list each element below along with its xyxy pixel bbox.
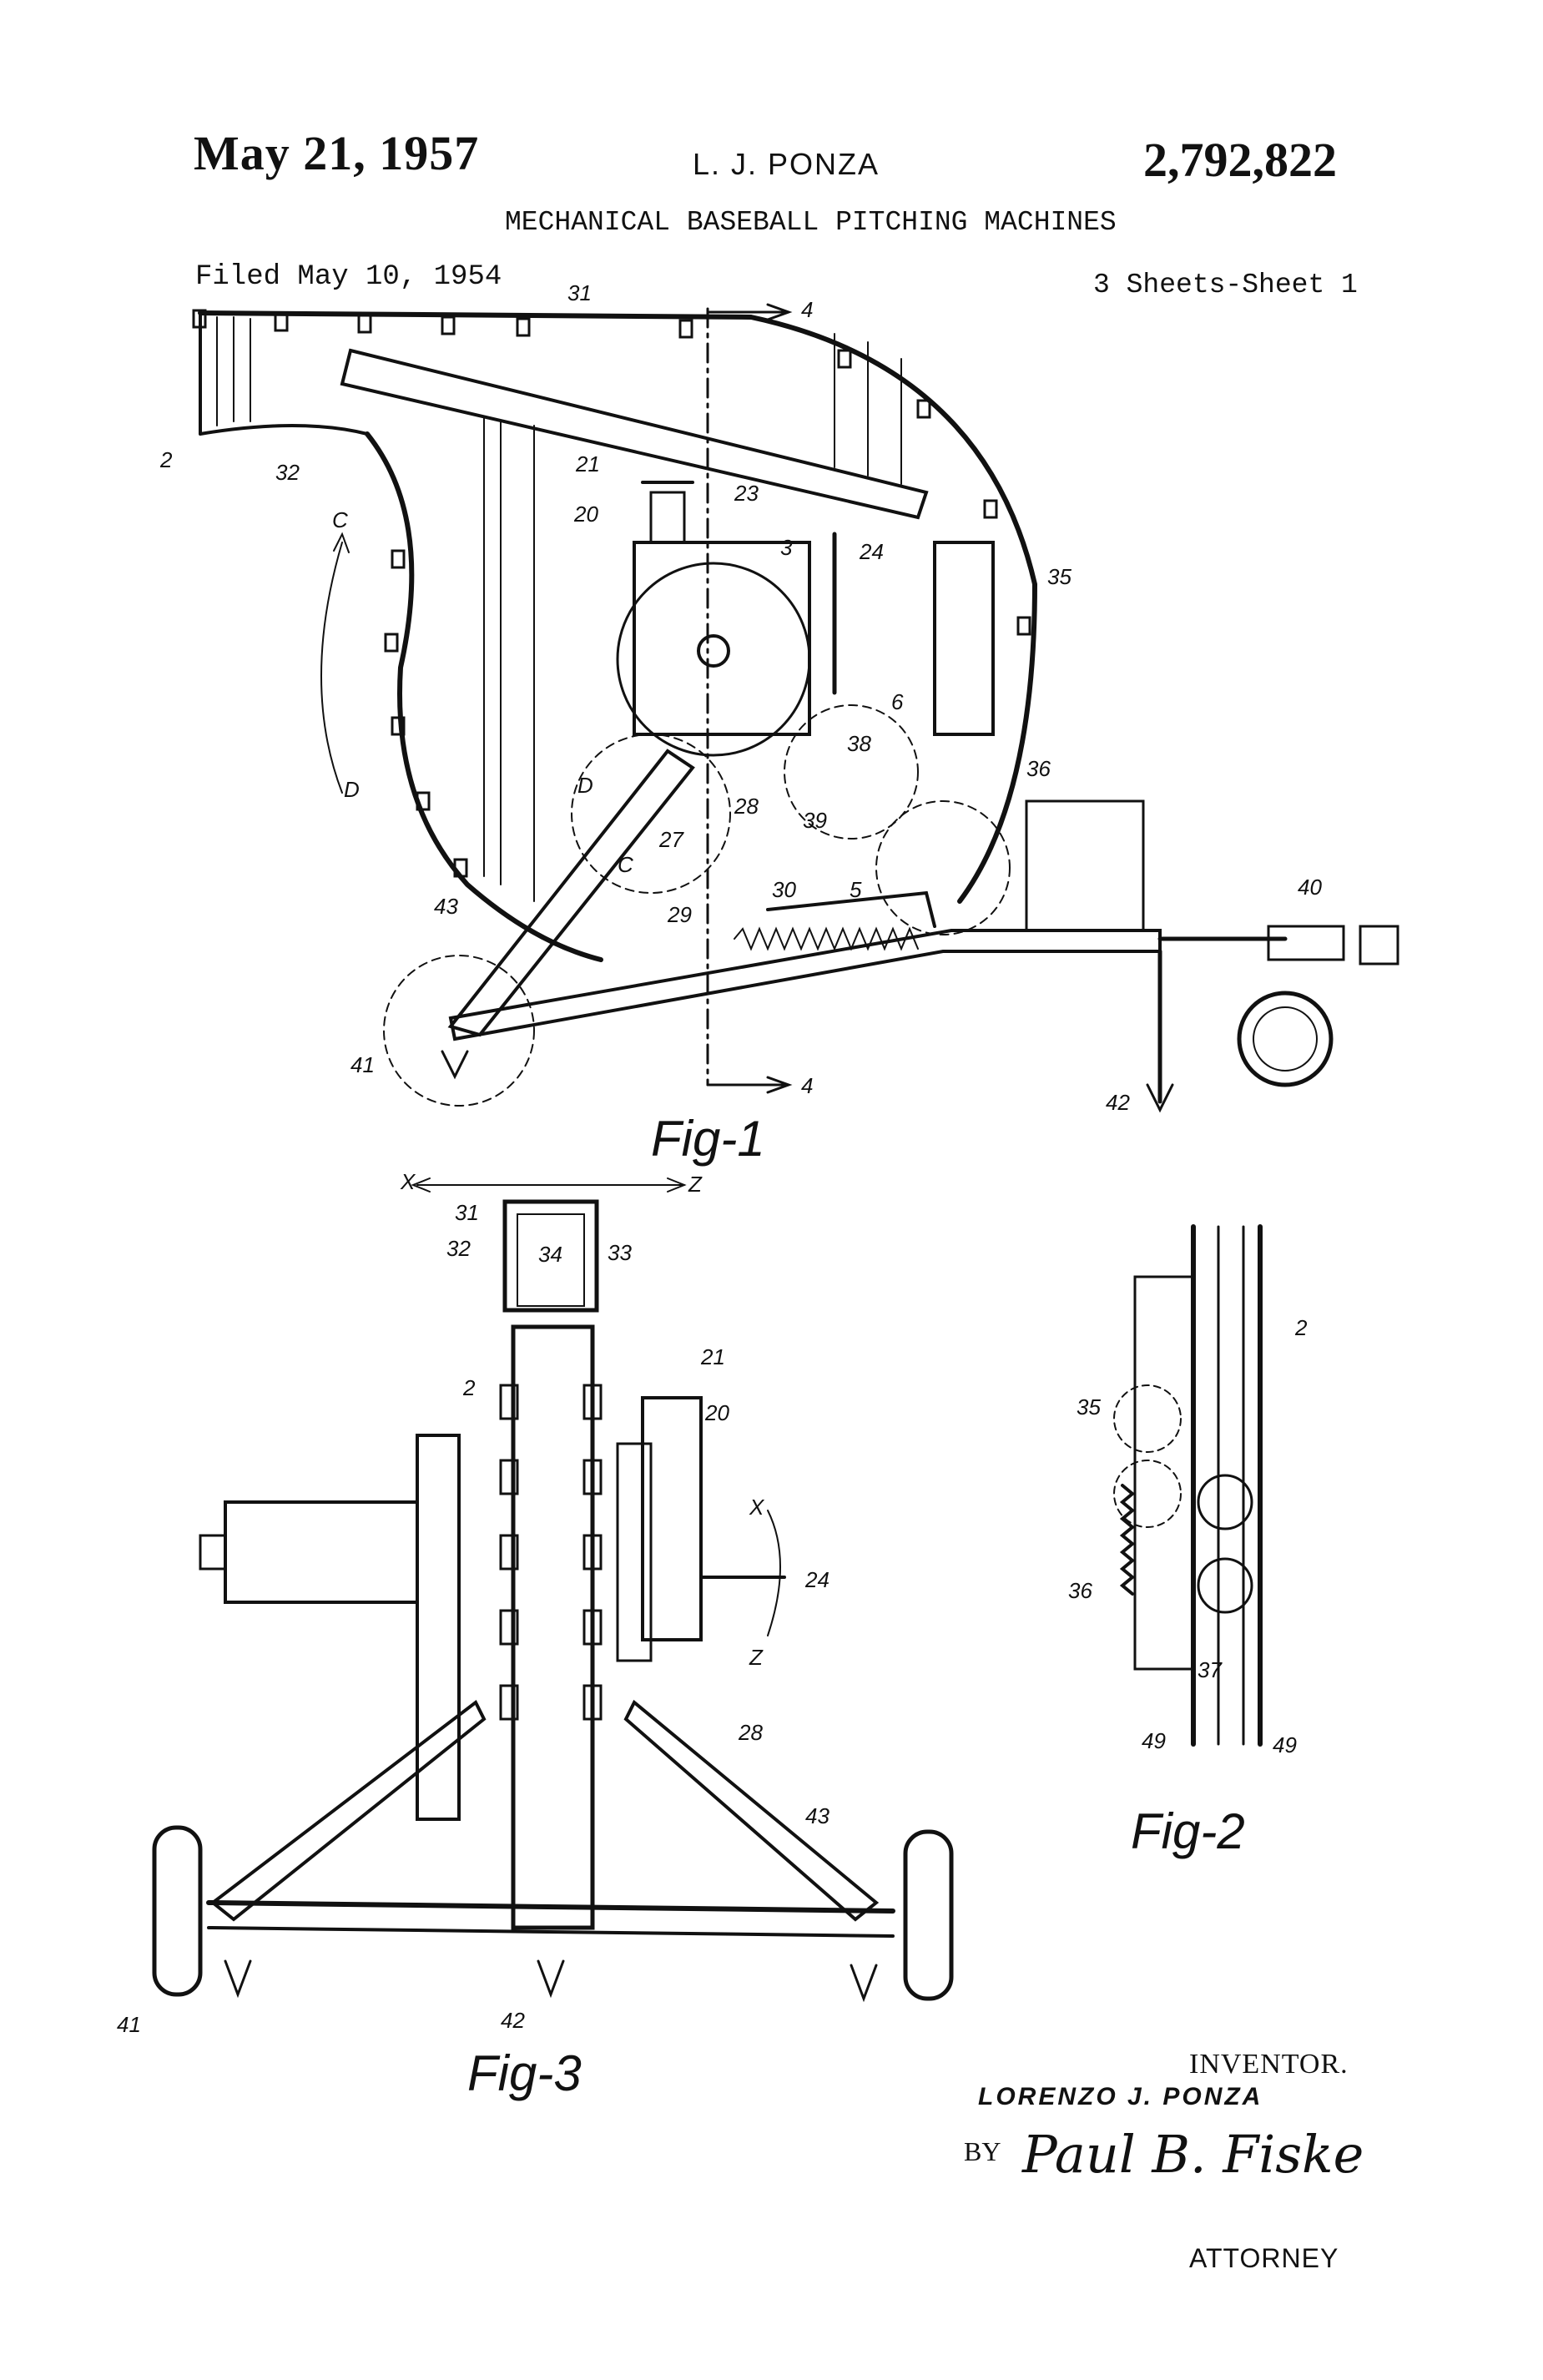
fig1-ref: 36 — [1026, 756, 1051, 781]
fig3-ref: 41 — [117, 2012, 141, 2037]
attorney-signature: Paul B. Fiske — [1022, 2124, 1364, 2185]
fig3-reference-numerals: X Z 31 32 34 33 21 2 20 X 24 Z 28 43 41 … — [117, 1169, 829, 2037]
fig1-ref: 32 — [275, 460, 300, 485]
fig1-ref: D — [577, 773, 593, 798]
fig3-ref: X — [749, 1495, 765, 1520]
fig1-ref: 4 — [801, 297, 813, 322]
by-label: BY — [964, 2136, 1001, 2166]
patent-date: May 21, 1957 — [194, 126, 480, 180]
fig3-ref: 21 — [700, 1344, 725, 1369]
fig1-ref: 23 — [734, 481, 759, 506]
fig1-ref: D — [344, 777, 360, 802]
fig3-ref: 31 — [455, 1200, 479, 1225]
fig1-ref: 30 — [772, 877, 796, 902]
fig3-ref: 34 — [538, 1242, 562, 1267]
fig3-ref: 24 — [804, 1567, 829, 1592]
fig2-ref: 2 — [1294, 1315, 1308, 1340]
fig1-ref: 20 — [573, 502, 598, 527]
fig2-section-view — [1113, 1224, 1263, 1747]
fig3-caption: Fig-3 — [467, 2045, 582, 2101]
attorney-label: ATTORNEY — [1189, 2243, 1339, 2273]
fig1-ref: 6 — [891, 689, 904, 714]
fig3-ref: X — [400, 1169, 416, 1194]
fig1-ref: 21 — [575, 451, 600, 477]
fig1-ref: 43 — [434, 894, 458, 919]
fig1-ref: 29 — [667, 902, 692, 927]
fig1-ref: 27 — [658, 827, 684, 852]
fig1-ref: 38 — [847, 731, 871, 756]
sheet-count: 3 Sheets-Sheet 1 — [1093, 270, 1358, 300]
fig1-reference-numerals: 31 4 2 32 21 23 20 3 24 35 6 38 36 28 39… — [159, 280, 1322, 1115]
fig1-ref: 5 — [850, 877, 862, 902]
patent-title: MECHANICAL BASEBALL PITCHING MACHINES — [505, 207, 1117, 238]
fig2-caption: Fig-2 — [1131, 1803, 1245, 1859]
patent-number: 2,792,822 — [1143, 133, 1337, 187]
fig1-ref: 24 — [859, 539, 884, 564]
fig3-ref: 33 — [608, 1240, 632, 1265]
fig3-ref: 2 — [462, 1375, 476, 1400]
fig1-ref: C — [618, 852, 633, 877]
fig1-ref: 42 — [1106, 1090, 1130, 1115]
fig1-ref: 3 — [780, 535, 793, 560]
fig3-ref: Z — [688, 1172, 703, 1197]
fig3-ref: 32 — [446, 1236, 471, 1261]
fig3-ref: 43 — [805, 1803, 829, 1828]
fig1-ref: 4 — [801, 1073, 813, 1098]
fig1-caption: Fig-1 — [651, 1111, 765, 1167]
fig1-ref: 35 — [1047, 564, 1072, 589]
fig3-ref: 42 — [501, 2008, 525, 2033]
fig1-ref: 28 — [734, 794, 759, 819]
fig2-ref: 36 — [1068, 1578, 1092, 1603]
fig1-housing — [192, 303, 1399, 1113]
filed-date: Filed May 10, 1954 — [195, 261, 502, 293]
fig2-ref: 35 — [1077, 1394, 1101, 1419]
fig1-ref: 41 — [350, 1052, 375, 1077]
inventor-label: INVENTOR. — [1189, 2049, 1349, 2080]
fig2-ref: 49 — [1273, 1732, 1297, 1757]
fig3-ref: 28 — [738, 1720, 763, 1745]
fig1-ref: 31 — [567, 280, 592, 305]
fig2-reference-numerals: 2 35 36 37 49 49 — [1068, 1315, 1308, 1757]
fig1-ref: C — [332, 507, 348, 532]
fig1-ref: 40 — [1298, 875, 1322, 900]
fig1-ref: 2 — [159, 447, 173, 472]
fig2-ref: 37 — [1198, 1657, 1223, 1682]
fig3-ref: Z — [749, 1645, 764, 1670]
fig2-ref: 49 — [1142, 1728, 1166, 1753]
header-inventor: L. J. PONZA — [693, 147, 880, 181]
fig1-ref: 39 — [803, 808, 827, 833]
fig3-ref: 20 — [704, 1400, 729, 1425]
inventor-name: LORENZO J. PONZA — [978, 2083, 1263, 2110]
fig3-front-view — [152, 1177, 954, 2003]
